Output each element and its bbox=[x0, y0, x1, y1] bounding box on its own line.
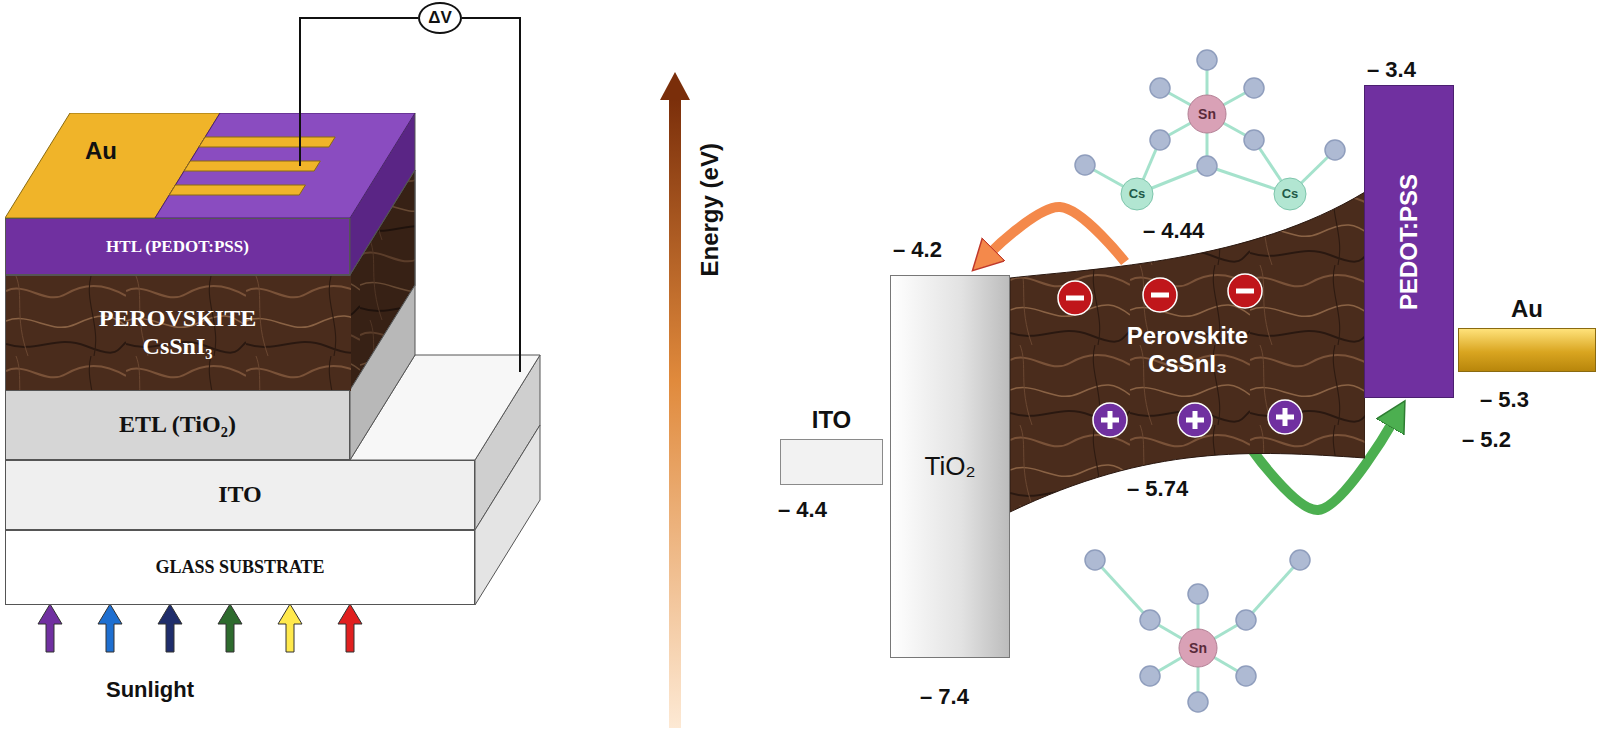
energy-value: – 4.4 bbox=[778, 497, 827, 522]
htl-top-region bbox=[155, 113, 415, 218]
energy-value: – 4.44 bbox=[1143, 218, 1204, 243]
hole bbox=[1093, 403, 1127, 437]
node-label: ETL (TiO₂) bbox=[119, 411, 236, 439]
electrode-finger bbox=[199, 137, 335, 147]
energy-value: – 5.2 bbox=[1462, 427, 1511, 452]
node-label: GLASS SUBSTRATE bbox=[155, 557, 324, 578]
node-label: Au bbox=[85, 137, 117, 165]
probe-wire bbox=[299, 113, 301, 166]
atom-label: Cs bbox=[1129, 187, 1146, 202]
hole bbox=[1268, 400, 1302, 434]
node-label: Au bbox=[1511, 295, 1543, 323]
au-level-bar: Au bbox=[1458, 328, 1596, 372]
electron bbox=[1228, 274, 1262, 308]
electron bbox=[1058, 281, 1092, 315]
perovskite-layer: PEROVSKITE CsSnI₃ bbox=[5, 275, 350, 390]
energy-axis-arrow bbox=[660, 72, 690, 728]
energy-value: – 4.2 bbox=[893, 237, 942, 262]
atom-label: Sn bbox=[1198, 106, 1216, 122]
node-label: Perovskite CsSnI₃ bbox=[1127, 322, 1248, 377]
perovskite-band-shape bbox=[1010, 192, 1365, 512]
energy-value: – 5.74 bbox=[1127, 476, 1188, 501]
gold-electrode-face: Au bbox=[5, 113, 415, 218]
caption-label: Sunlight bbox=[106, 677, 194, 702]
sunlight-arrows bbox=[38, 604, 362, 652]
node-label: TiO₂ bbox=[924, 452, 975, 482]
node-label: HTL (PEDOT:PSS) bbox=[106, 237, 249, 257]
energy-value: – 7.4 bbox=[920, 684, 969, 709]
electrode-finger bbox=[169, 185, 305, 195]
node-label: PEROVSKITE CsSnI₃ bbox=[99, 305, 256, 360]
etl-layer: ETL (TiO₂) bbox=[5, 390, 350, 460]
glass-substrate: GLASS SUBSTRATE bbox=[5, 530, 475, 605]
pedot-level-box: PEDOT:PSS bbox=[1364, 85, 1454, 398]
axis-label: Energy (eV) bbox=[696, 143, 724, 276]
marble-fill bbox=[6, 276, 351, 391]
hole bbox=[1178, 403, 1212, 437]
electron bbox=[1143, 278, 1177, 312]
atom-label: Sn bbox=[1189, 640, 1207, 656]
voltmeter-circle: ΔV bbox=[418, 2, 462, 34]
electron-transfer-arrow bbox=[988, 207, 1125, 262]
atom-label: Cs bbox=[1282, 187, 1299, 202]
tio2-level-box: TiO₂ bbox=[890, 275, 1010, 658]
node-label: ΔV bbox=[428, 8, 452, 28]
energy-value: – 5.3 bbox=[1480, 387, 1529, 412]
node-label: PEDOT:PSS bbox=[1395, 173, 1423, 309]
node-label: ITO bbox=[218, 481, 262, 509]
node-label: ITO bbox=[812, 406, 852, 434]
probe-wire bbox=[462, 18, 520, 372]
ito-layer: ITO bbox=[5, 460, 475, 530]
ito-level-box: ITO bbox=[780, 439, 883, 485]
probe-wire bbox=[300, 18, 418, 113]
htl-layer: HTL (PEDOT:PSS) bbox=[5, 218, 350, 275]
energy-value: – 3.4 bbox=[1367, 57, 1416, 82]
node-outline bbox=[5, 113, 415, 218]
